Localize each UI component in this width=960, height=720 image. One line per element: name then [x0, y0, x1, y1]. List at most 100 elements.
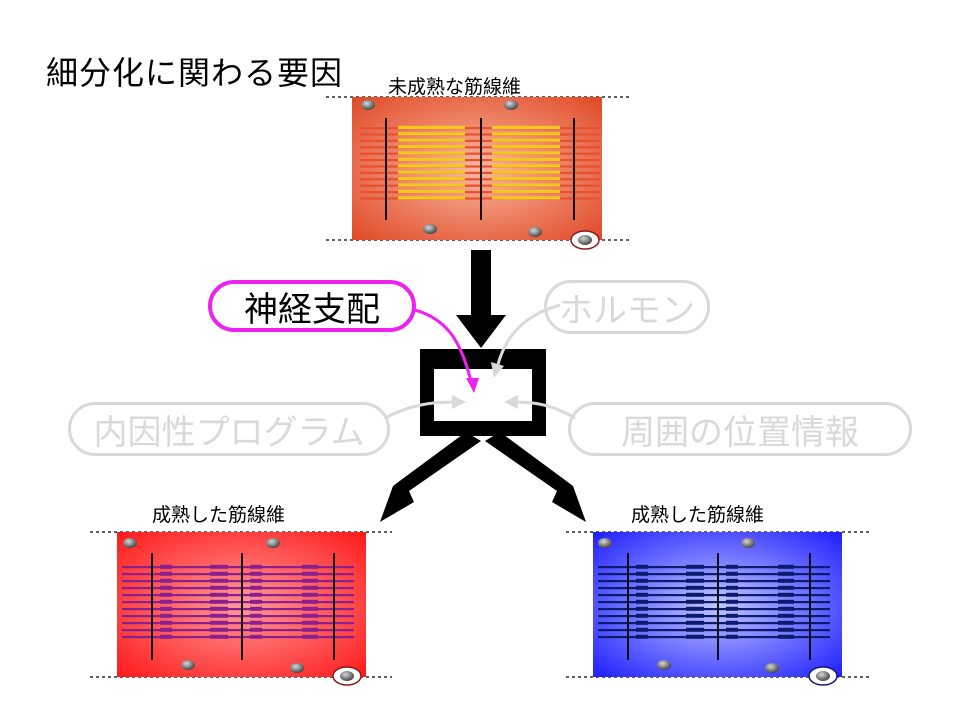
- thick-filament: [302, 627, 318, 632]
- thin-filament: [122, 566, 354, 569]
- thick-filament: [398, 196, 465, 200]
- myofilaments: [598, 553, 830, 660]
- thick-filament: [686, 634, 704, 639]
- decision-box-inner: [434, 369, 532, 421]
- slide-title: 細分化に関わる要因: [46, 54, 344, 92]
- intrinsic-factor-pill: 内因性プログラム: [68, 402, 390, 456]
- thick-filament: [210, 620, 228, 625]
- thick-filament: [302, 578, 318, 583]
- thick-filament: [250, 627, 262, 632]
- thick-filament: [250, 606, 262, 611]
- thick-filament: [302, 592, 318, 597]
- thin-filament: [122, 636, 354, 639]
- thick-filament: [398, 170, 465, 174]
- thick-filament: [302, 571, 318, 576]
- thick-filament: [726, 578, 738, 583]
- thin-filament: [122, 601, 354, 604]
- thick-filament: [686, 592, 704, 597]
- nucleus-icon: [528, 227, 542, 237]
- nucleus-icon: [578, 235, 592, 245]
- thick-filament: [686, 627, 704, 632]
- nucleus-icon: [340, 671, 354, 681]
- thick-filament: [778, 606, 794, 611]
- thin-filament: [598, 580, 830, 583]
- thick-filament: [686, 599, 704, 604]
- thick-filament: [398, 145, 465, 149]
- mature-blue-fiber: [566, 531, 870, 686]
- positional-arrow: [514, 400, 576, 420]
- thick-filament: [250, 620, 262, 625]
- thin-filament: [598, 622, 830, 625]
- nucleus-icon: [423, 224, 437, 234]
- thick-filament: [636, 634, 648, 639]
- thin-filament: [598, 636, 830, 639]
- thick-filament: [636, 585, 648, 590]
- immature-fiber: [326, 96, 630, 250]
- thin-filament: [598, 629, 830, 632]
- fiber-body: [352, 97, 602, 240]
- thick-filament: [636, 620, 648, 625]
- thick-filament: [398, 177, 465, 181]
- thick-filament: [210, 627, 228, 632]
- thick-filament: [160, 627, 172, 632]
- thick-filament: [636, 592, 648, 597]
- thick-filament: [302, 620, 318, 625]
- thick-filament: [250, 613, 262, 618]
- thick-filament: [686, 620, 704, 625]
- thick-filament: [636, 578, 648, 583]
- thick-filament: [686, 585, 704, 590]
- thick-filament: [492, 177, 560, 181]
- thick-filament: [686, 578, 704, 583]
- thick-filament: [492, 196, 560, 200]
- thick-filament: [210, 606, 228, 611]
- thick-filament: [398, 151, 465, 155]
- thin-filament: [122, 629, 354, 632]
- thick-filament: [302, 599, 318, 604]
- thin-filament: [122, 622, 354, 625]
- thick-filament: [210, 592, 228, 597]
- neural-arrow: [414, 308, 474, 386]
- thick-filament: [250, 634, 262, 639]
- thick-filament: [210, 578, 228, 583]
- thick-filament: [398, 138, 465, 142]
- mature-red-fiber: [90, 531, 392, 686]
- thin-filament: [598, 566, 830, 569]
- nucleus-icon: [741, 538, 755, 548]
- thick-filament: [492, 164, 560, 168]
- nucleus-icon: [657, 660, 671, 670]
- intrinsic-arrow: [384, 400, 456, 420]
- thin-filament: [598, 601, 830, 604]
- mature-red-fiber-label: 成熟した筋線維: [152, 504, 286, 526]
- thick-filament: [160, 578, 172, 583]
- thick-filament: [778, 571, 794, 576]
- thick-filament: [250, 592, 262, 597]
- thick-filament: [778, 592, 794, 597]
- thick-filament: [398, 183, 465, 187]
- thick-filament: [250, 564, 262, 569]
- thick-filament: [160, 613, 172, 618]
- thick-filament: [778, 585, 794, 590]
- thick-filament: [492, 145, 560, 149]
- thick-filament: [726, 599, 738, 604]
- nucleus-icon: [361, 100, 375, 110]
- thick-filament: [210, 585, 228, 590]
- thick-filament: [726, 585, 738, 590]
- mature-blue-fiber-label: 成熟した筋線維: [631, 504, 765, 526]
- thick-filament: [778, 613, 794, 618]
- thick-filament: [492, 151, 560, 155]
- thick-filament: [492, 138, 560, 142]
- thick-filament: [160, 592, 172, 597]
- arrow-to-blue-fiber-icon: [485, 432, 586, 522]
- thin-filament: [598, 594, 830, 597]
- thin-filament: [598, 587, 830, 590]
- thick-filament: [210, 571, 228, 576]
- nucleus-icon: [181, 660, 195, 670]
- thick-filament: [210, 613, 228, 618]
- thick-filament: [160, 599, 172, 604]
- thick-filament: [250, 571, 262, 576]
- hormone-factor-label: ホルモン: [559, 290, 695, 331]
- thick-filament: [302, 634, 318, 639]
- thick-filament: [160, 571, 172, 576]
- arrow-to-red-fiber-icon: [380, 432, 481, 522]
